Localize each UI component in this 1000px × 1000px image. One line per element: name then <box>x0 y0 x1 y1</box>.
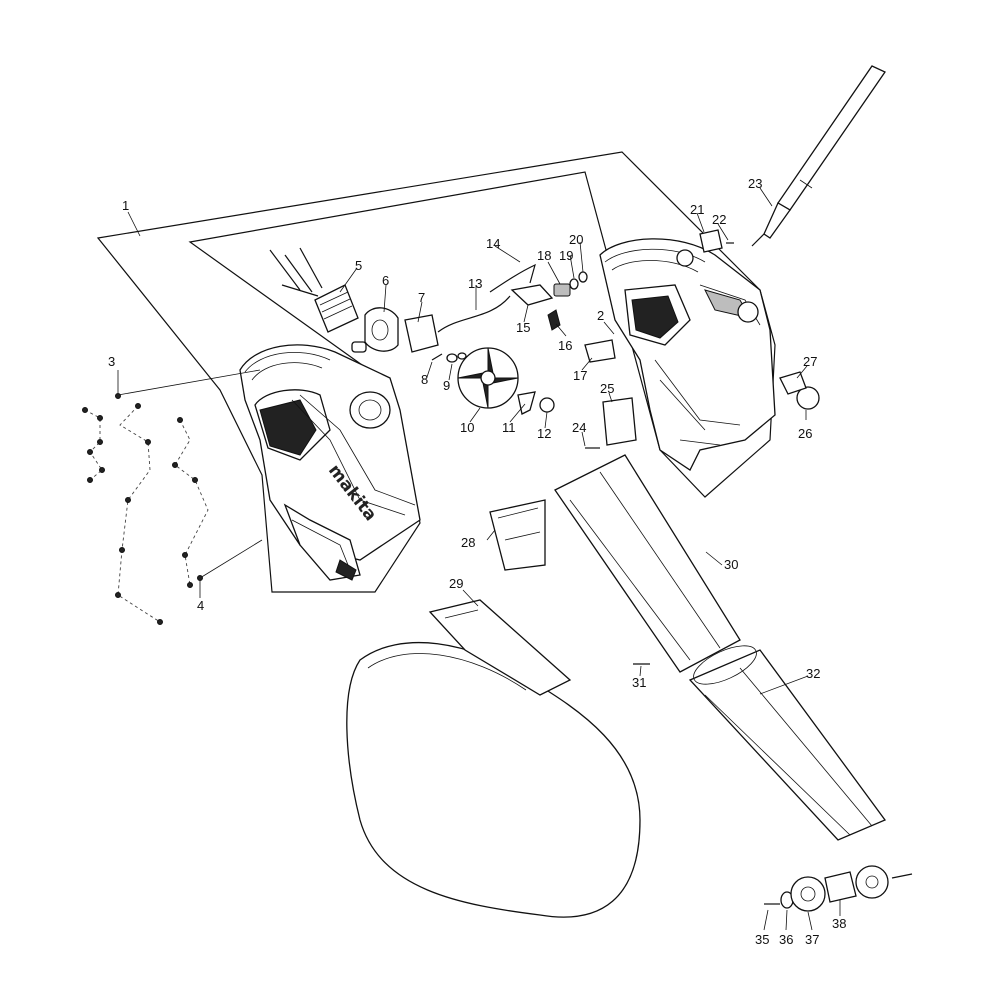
label-30: 30 <box>724 557 738 572</box>
part-5-switch <box>269 247 359 333</box>
label-14: 14 <box>486 236 500 251</box>
label-20: 20 <box>569 232 583 247</box>
label-28: 28 <box>461 535 475 550</box>
label-21: 21 <box>690 202 704 217</box>
left-housing: makita <box>239 344 421 581</box>
part-20-washer <box>578 271 588 283</box>
label-11: 11 <box>502 420 516 435</box>
label-2: 2 <box>597 308 604 323</box>
screw-heads <box>82 393 203 625</box>
label-27: 27 <box>803 354 817 369</box>
part-23-wand <box>751 65 886 247</box>
label-38: 38 <box>832 916 846 931</box>
part-21-clip <box>699 229 723 253</box>
part-29-bag <box>346 599 641 918</box>
label-29: 29 <box>449 576 463 591</box>
label-24: 24 <box>572 420 586 435</box>
part-26-wheel-hub <box>796 386 820 410</box>
label-8: 8 <box>421 372 428 387</box>
part-14-wire <box>489 263 536 293</box>
label-5: 5 <box>355 258 362 273</box>
label-12: 12 <box>537 426 551 441</box>
label-19: 19 <box>559 248 573 263</box>
part-19-washer <box>569 278 579 290</box>
part-27-knob <box>779 371 807 395</box>
part-9-washer <box>446 353 458 363</box>
label-6: 6 <box>382 273 389 288</box>
label-37: 37 <box>805 932 819 947</box>
part-18-knob <box>553 283 571 297</box>
label-4: 4 <box>197 598 204 613</box>
part-15-lever <box>510 284 554 306</box>
label-18: 18 <box>537 248 551 263</box>
part-38-axle-bracket <box>824 871 857 903</box>
part-8-screw <box>431 353 443 361</box>
leader-lines <box>117 187 841 931</box>
part-7-bracket <box>404 314 439 353</box>
right-housing <box>599 238 776 471</box>
part-11-clip <box>517 391 536 415</box>
label-15: 15 <box>516 320 530 335</box>
label-13: 13 <box>468 276 482 291</box>
part-38-wheel <box>855 865 889 899</box>
label-17: 17 <box>573 368 587 383</box>
label-22: 22 <box>712 212 726 227</box>
part-13-cable <box>437 295 511 333</box>
part-25-flap <box>602 397 637 446</box>
label-16: 16 <box>558 338 572 353</box>
part-6-motor <box>351 307 399 353</box>
part-28-adapter <box>489 499 546 571</box>
part-37-wheel <box>790 876 826 912</box>
label-35: 35 <box>755 932 769 947</box>
label-31: 31 <box>632 675 646 690</box>
label-9: 9 <box>443 378 450 393</box>
label-36: 36 <box>779 932 793 947</box>
label-1: 1 <box>122 198 129 213</box>
label-26: 26 <box>798 426 812 441</box>
label-23: 23 <box>748 176 762 191</box>
part-32-tube-lower <box>688 645 887 841</box>
screw-pattern <box>84 405 209 623</box>
label-32: 32 <box>806 666 820 681</box>
label-7: 7 <box>418 290 425 305</box>
part-30-tube-upper <box>554 454 741 673</box>
label-25: 25 <box>600 381 614 396</box>
label-10: 10 <box>460 420 474 435</box>
part-10-fan <box>457 347 519 409</box>
label-3: 3 <box>108 354 115 369</box>
part-17-block <box>584 339 616 363</box>
part-12-nut <box>539 397 555 413</box>
